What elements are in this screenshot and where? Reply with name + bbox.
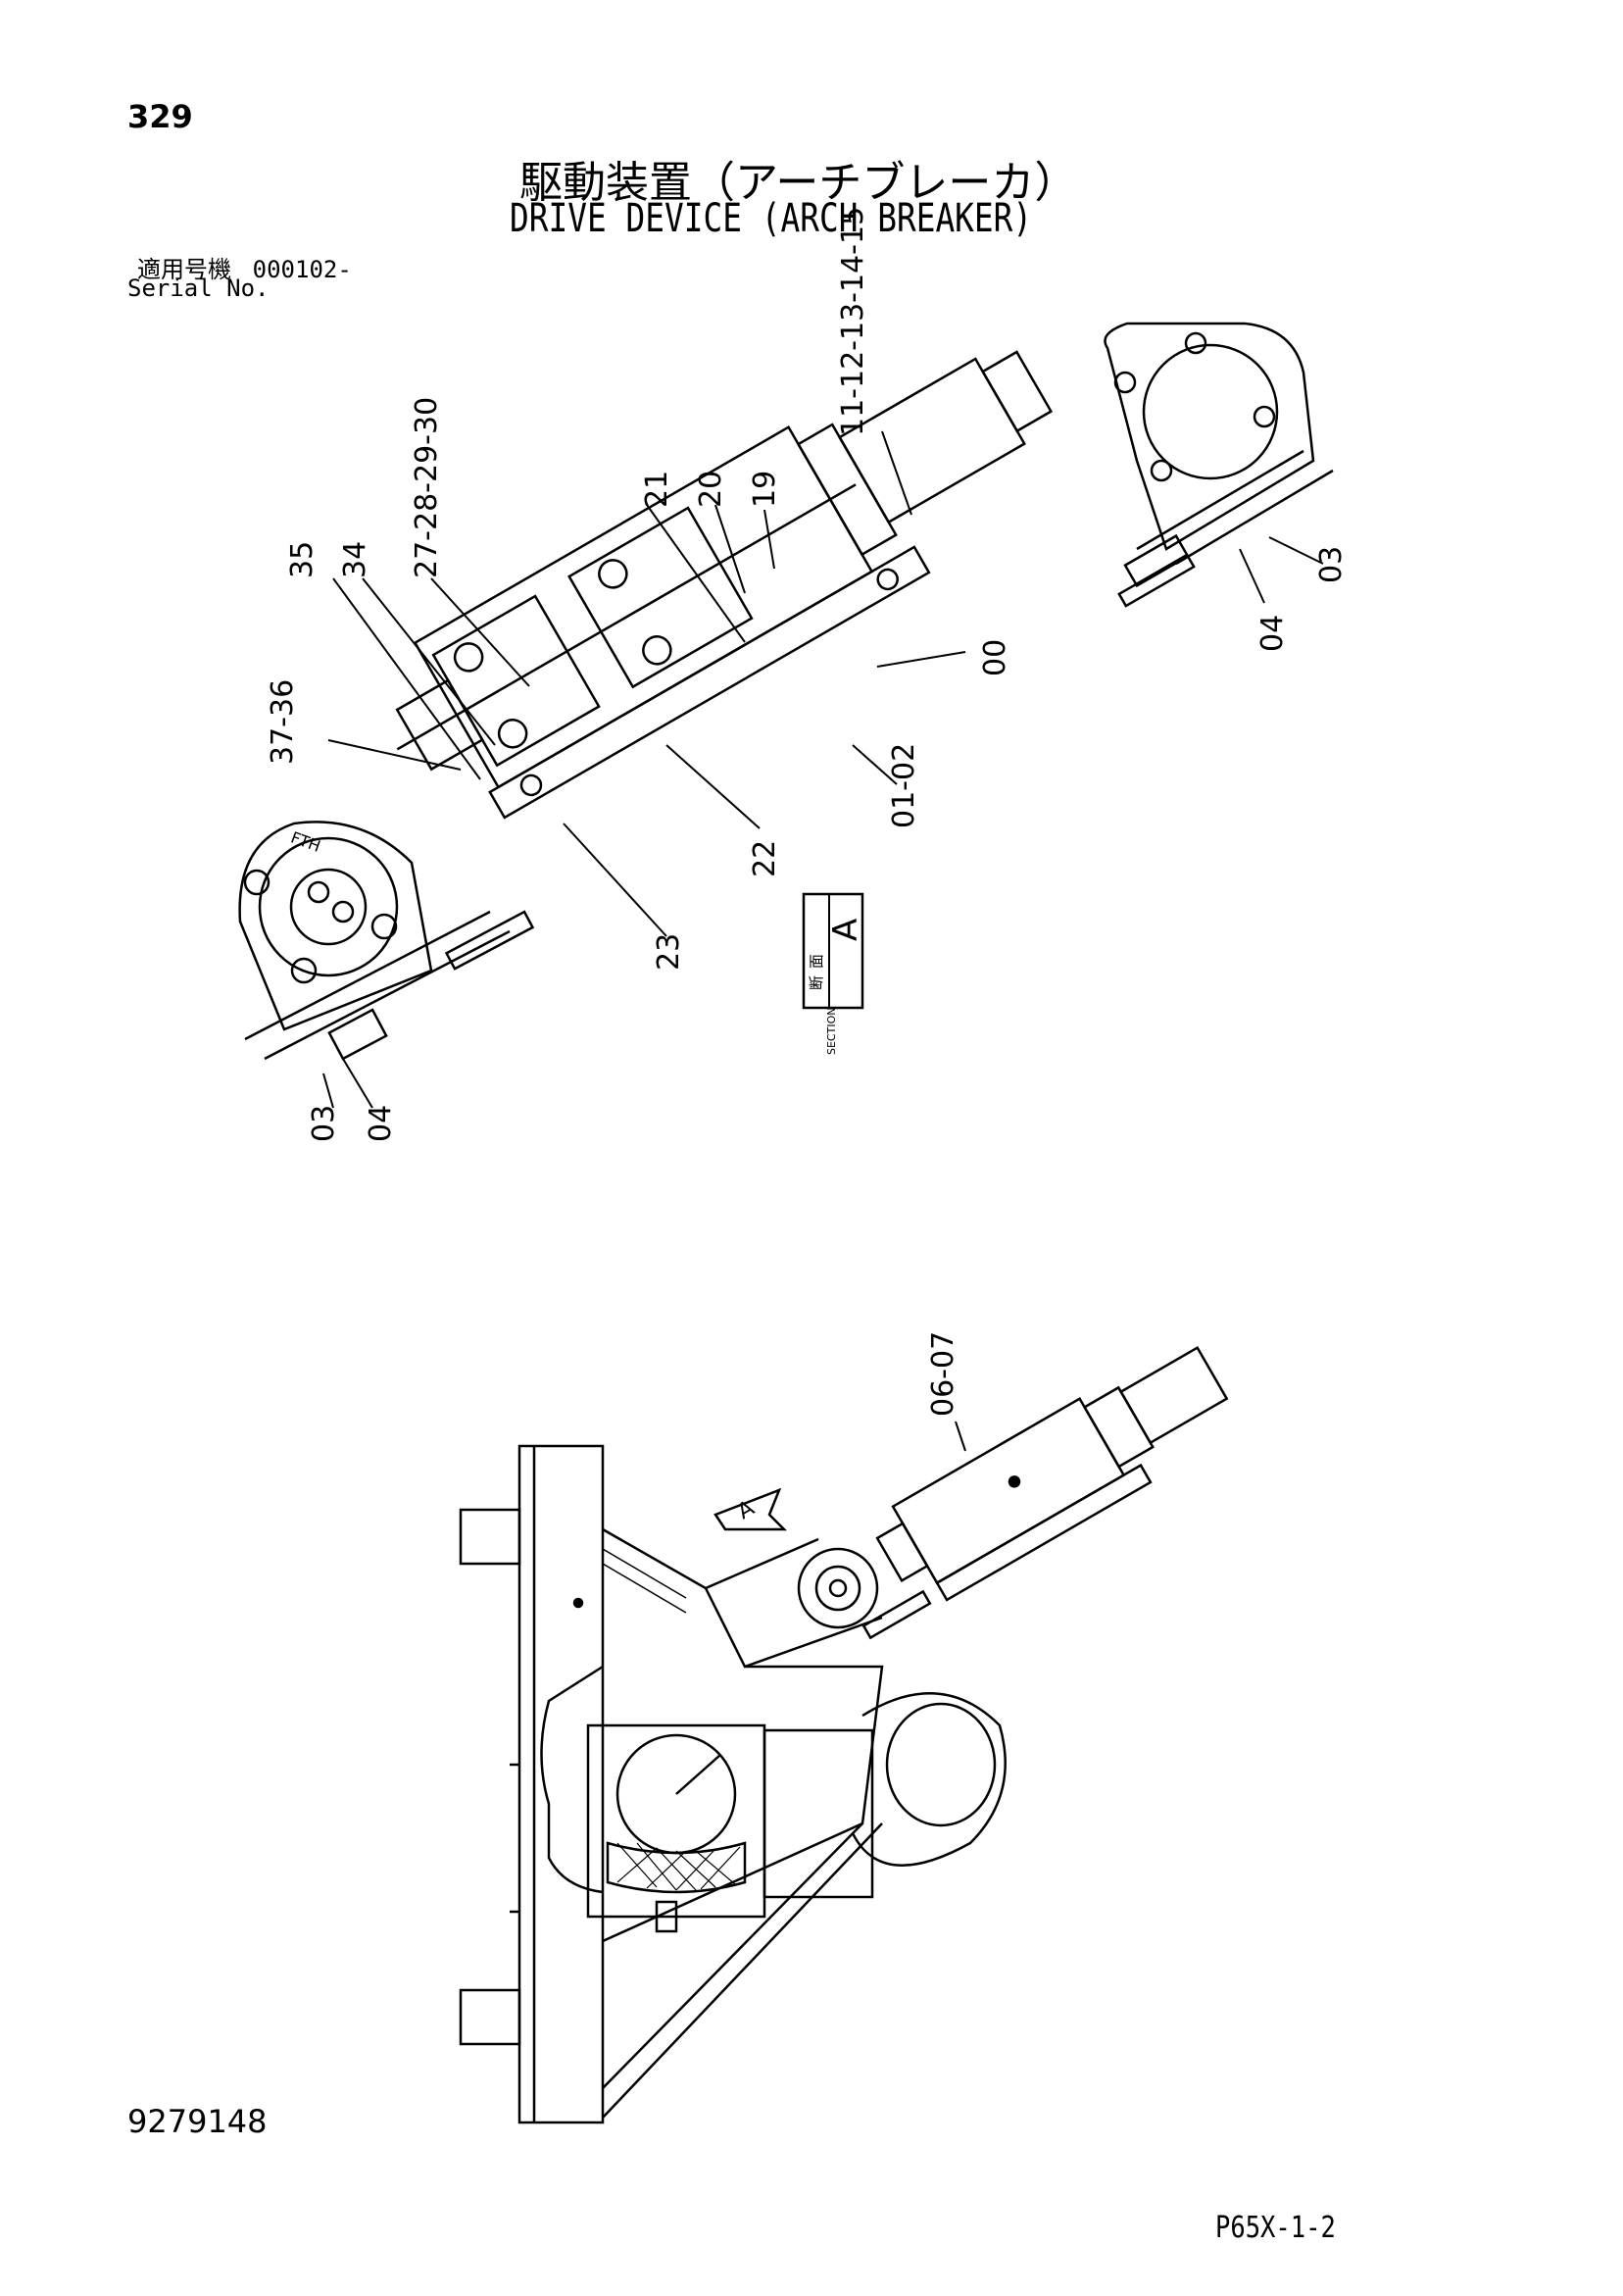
outlet-ring-inner bbox=[885, 1702, 997, 1827]
arm-upper bbox=[705, 1537, 819, 1590]
section-a-assembly bbox=[395, 350, 1054, 820]
callout-35: 35 bbox=[285, 541, 320, 578]
bearing-bottom-left bbox=[497, 719, 528, 749]
serial-label-english: Serial No. bbox=[127, 275, 270, 302]
left-flange-view: FTH bbox=[238, 821, 535, 1109]
serial-range: 適用号機 000102- bbox=[137, 250, 352, 284]
outlet-ring-outer bbox=[851, 1692, 1007, 1867]
callout-06-07: 06-07 bbox=[926, 1331, 960, 1417]
page-code: P65X-1-2 bbox=[1215, 2211, 1336, 2245]
section-letter: A bbox=[826, 919, 865, 941]
section-label: SECTION bbox=[825, 1008, 838, 1055]
tension-rod bbox=[861, 1589, 932, 1640]
flange-bolt-3 bbox=[1253, 405, 1276, 428]
arm-lower bbox=[744, 1616, 883, 1669]
drain-block bbox=[655, 1900, 678, 1933]
motor-end-cap bbox=[981, 350, 1054, 433]
callout-04-top: 04 bbox=[1255, 615, 1290, 652]
callout-20: 20 bbox=[694, 471, 728, 508]
section-a-box bbox=[802, 892, 864, 1010]
fth-flange-outer bbox=[258, 836, 399, 977]
base-bolt-left bbox=[519, 774, 543, 797]
serial-label-japanese: 適用号機 bbox=[137, 256, 231, 283]
leader-04-top bbox=[1239, 548, 1265, 604]
drive-shaft bbox=[396, 483, 857, 751]
page-number: 329 bbox=[127, 98, 193, 135]
callout-37-36: 37-36 bbox=[266, 679, 300, 765]
base-bolt-right bbox=[876, 568, 899, 591]
title-english: DRIVE DEVICE (ARCH BREAKER) bbox=[510, 196, 1033, 241]
leader-lines-top bbox=[327, 430, 966, 937]
callout-numbers: 11-12-13-14-15 21 20 19 35 34 27-28-29-3… bbox=[266, 207, 1349, 1417]
motor-body bbox=[1119, 1345, 1229, 1445]
callout-04-left: 04 bbox=[364, 1105, 398, 1142]
flange-bolt-2 bbox=[1184, 331, 1207, 355]
mesh-pattern bbox=[616, 1842, 741, 1891]
bearing-bottom-right bbox=[642, 635, 672, 666]
motor-base bbox=[935, 1463, 1153, 1602]
serial-value: 000102- bbox=[252, 256, 352, 283]
shaft-coupling bbox=[395, 678, 484, 772]
drum-housing bbox=[586, 1723, 766, 1919]
fth-flange-inner bbox=[289, 868, 368, 946]
adjust-block-left bbox=[327, 1008, 388, 1061]
bearing-top-left bbox=[453, 642, 484, 673]
mounting-base bbox=[488, 545, 931, 820]
leader-06-07 bbox=[955, 1421, 966, 1452]
hopper-side-plate bbox=[602, 1527, 884, 1943]
frame-lug-bottom bbox=[459, 1988, 521, 2046]
mesh-screen bbox=[606, 1841, 747, 1894]
callout-03-top: 03 bbox=[1314, 546, 1349, 583]
leader-03-top bbox=[1268, 536, 1324, 565]
title-japanese: 駆動装置（アーチブレーカ） bbox=[519, 158, 1078, 208]
frame-column bbox=[517, 1444, 605, 2124]
top-right-flange-view bbox=[1104, 322, 1334, 608]
section-kanji-1: 断 bbox=[808, 975, 825, 990]
leader-04-left bbox=[342, 1058, 373, 1109]
callout-01-02: 01-02 bbox=[887, 743, 921, 828]
callout-21: 21 bbox=[640, 471, 674, 508]
callout-00: 00 bbox=[978, 639, 1012, 676]
lower-brace bbox=[602, 1822, 883, 2119]
drawing-number: 9279148 bbox=[127, 2103, 268, 2140]
adjust-rod-left bbox=[444, 910, 535, 971]
frame-lug-top bbox=[459, 1508, 521, 1566]
gear-flange bbox=[797, 1547, 879, 1629]
callout-22: 22 bbox=[748, 840, 782, 877]
cylinder-housing bbox=[762, 1728, 874, 1899]
frame-assembly bbox=[459, 1444, 1007, 2124]
output-shaft bbox=[875, 1522, 929, 1583]
flange-bore bbox=[1142, 343, 1279, 480]
callout-11-15: 11-12-13-14-15 bbox=[836, 207, 870, 436]
callout-03-left: 03 bbox=[307, 1105, 341, 1142]
bearing-top-right bbox=[598, 559, 628, 589]
callout-27-30: 27-28-29-30 bbox=[410, 397, 444, 578]
flange-bolt-4 bbox=[1150, 459, 1173, 482]
callout-19: 19 bbox=[748, 471, 782, 508]
adjust-bolt-top bbox=[1123, 533, 1190, 588]
flange-marking: FTH bbox=[288, 827, 322, 855]
view-marker-a bbox=[713, 1487, 788, 1531]
leader-03-left bbox=[322, 1073, 334, 1109]
detached-motor-unit bbox=[875, 1345, 1229, 1602]
gear-unit-body bbox=[891, 1396, 1126, 1585]
flange-bolt-1 bbox=[1113, 371, 1137, 394]
adjust-rod-top bbox=[1117, 553, 1196, 608]
section-kanji-2: 面 bbox=[808, 954, 825, 969]
callout-34: 34 bbox=[338, 541, 372, 578]
hopper-outline bbox=[540, 1665, 604, 1894]
callout-23: 23 bbox=[652, 933, 686, 971]
